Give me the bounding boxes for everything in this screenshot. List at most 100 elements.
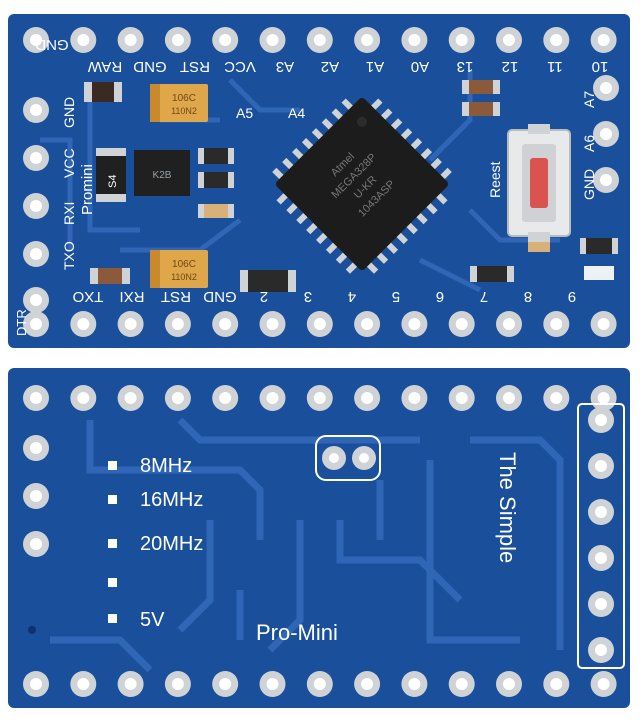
back-board: 8MHz 16MHz 20MHz 5V Pro-Mini The Simple <box>8 368 630 708</box>
top-pin-label: 13 <box>457 58 474 75</box>
pad-hole <box>600 82 612 94</box>
pad-hole <box>595 506 607 518</box>
top-pin-label: 10 <box>592 58 609 75</box>
bottom-pin-label: TXO <box>73 288 104 305</box>
cap1-band <box>150 84 160 122</box>
pad-hole <box>124 318 137 330</box>
resistor-top-left <box>84 82 122 102</box>
model-label: Pro-Mini <box>256 620 338 645</box>
top-pin-label: A3 <box>276 58 294 75</box>
bottom-pin-label: 2 <box>260 288 268 305</box>
pad-hole <box>30 294 42 306</box>
front-left-labels: GND VCC RXI TXO Promini DTR <box>14 97 96 336</box>
pad-hole <box>124 34 137 46</box>
top-pin-label: A1 <box>366 58 384 75</box>
label-a7: A7 <box>581 91 597 108</box>
pad-hole <box>408 34 421 46</box>
pad-hole <box>313 392 326 404</box>
bottom-pin-label: 6 <box>436 288 444 305</box>
pad-hole <box>124 392 137 404</box>
pad-hole <box>171 318 184 330</box>
pad-hole <box>359 453 369 463</box>
label-a6: A6 <box>581 135 597 152</box>
pad-hole <box>600 128 612 140</box>
dual-pad-outline <box>315 435 381 481</box>
pad-hole <box>30 200 42 212</box>
pad-hole <box>313 34 326 46</box>
pad-hole <box>171 34 184 46</box>
cap2-line2: 110N2 <box>171 272 197 282</box>
back-traces <box>50 417 564 673</box>
top-pin-label: RST <box>180 58 210 75</box>
pad-hole <box>361 678 374 690</box>
label-5v: 5V <box>140 609 165 631</box>
pad-hole <box>30 104 42 116</box>
pad-hole <box>124 678 137 690</box>
pad-hole <box>30 248 42 260</box>
pad-hole <box>171 678 184 690</box>
back-right-header <box>588 407 614 663</box>
frequency-selector: 8MHz 16MHz 20MHz 5V <box>108 455 203 631</box>
pad-hole <box>503 678 515 690</box>
top-pin-label: RAW <box>87 58 122 75</box>
pad-hole <box>550 392 563 404</box>
pad-hole <box>77 318 90 330</box>
diode-pad <box>96 194 126 202</box>
bottom-pin-label: 3 <box>304 288 312 305</box>
label-a4: A4 <box>288 105 305 121</box>
resistor-pad <box>84 82 92 102</box>
diode <box>96 148 126 202</box>
cap1-line1: 106C <box>172 93 196 104</box>
back-pcb <box>8 368 630 708</box>
pad-hole <box>595 414 607 426</box>
bottom-pin-label: 7 <box>480 288 488 305</box>
jumper-16mhz <box>108 495 117 504</box>
pad-hole <box>266 392 279 404</box>
pad-hole <box>313 678 326 690</box>
pad-hole <box>266 34 279 46</box>
pad-hole <box>171 392 184 404</box>
pad-hole <box>503 318 515 330</box>
pad-hole <box>361 392 374 404</box>
back-bottom-header <box>23 671 617 697</box>
pad-hole <box>30 318 42 330</box>
pad-hole <box>503 34 515 46</box>
top-pin-label: GND <box>35 36 69 53</box>
pad-hole <box>329 453 339 463</box>
pad-hole <box>361 34 374 46</box>
pad-hole <box>595 644 607 656</box>
pad-hole <box>595 552 607 564</box>
pad-hole <box>550 318 563 330</box>
pad-hole <box>30 442 42 454</box>
pad-hole <box>503 392 515 404</box>
regulator-label: K2B <box>153 170 172 181</box>
pad-hole <box>266 318 279 330</box>
atmega-chip <box>272 97 452 274</box>
tantalum-capacitor-2 <box>150 250 208 288</box>
voltage-regulator <box>134 150 190 196</box>
left-label-txo: TXO <box>61 241 77 270</box>
pad-hole <box>219 34 232 46</box>
pad-hole <box>219 392 232 404</box>
pad-hole <box>455 34 468 46</box>
top-pin-label: A2 <box>321 58 339 75</box>
pad-hole <box>219 678 232 690</box>
smd-parts <box>90 80 618 292</box>
bottom-pin-label: RXI <box>119 288 144 305</box>
pad-hole <box>30 490 42 502</box>
pad-hole <box>30 538 42 550</box>
pad-hole <box>77 392 90 404</box>
label-8mhz: 8MHz <box>140 455 192 477</box>
top-pin-label: 12 <box>502 58 519 75</box>
pad-hole <box>30 152 42 164</box>
pad-hole <box>595 460 607 472</box>
diode-label: S4 <box>107 175 119 188</box>
dtr-label: DTR <box>14 309 29 336</box>
top-pin-label: VCC <box>224 58 256 75</box>
pad-hole <box>30 392 42 404</box>
resistor-pad <box>114 82 122 102</box>
pad-hole <box>313 318 326 330</box>
